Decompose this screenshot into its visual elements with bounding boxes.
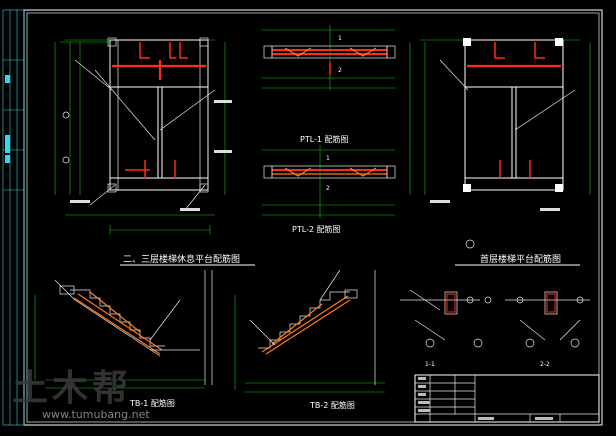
plan-left	[54, 37, 232, 235]
ptl1-mark-1: 1	[338, 35, 342, 42]
title-block	[414, 374, 600, 423]
tb1-title: TB-1 配筋图	[129, 398, 175, 408]
plan-right: 首层楼梯平台配筋图	[409, 38, 591, 266]
watermark-logo: 土木帮	[12, 368, 132, 409]
drawing-frame	[23, 9, 603, 426]
binding-strip	[2, 9, 25, 426]
ptl2-mark-2: 2	[326, 185, 330, 192]
tb2-title: TB-2 配筋图	[309, 400, 355, 410]
ptl2-section: 1 2 PTL-2 配筋图	[262, 145, 396, 234]
tb2-stair: TB-2 配筋图	[234, 269, 385, 410]
ptl1-mark-2: 2	[338, 67, 342, 74]
section-1-1-label: 1-1	[425, 361, 435, 368]
tb1-stair: TB-1 配筋图	[34, 270, 213, 408]
ptl2-title: PTL-2 配筋图	[292, 224, 341, 234]
ptl1-title: PTL-1 配筋图	[300, 134, 349, 144]
inner-border	[26, 12, 600, 423]
watermark: 土木帮 www.tumubang.net	[12, 368, 150, 421]
section-2-2-label: 2-2	[540, 361, 550, 368]
ptl2-mark-1: 1	[326, 155, 330, 162]
section-2-2: 2-2	[505, 291, 590, 368]
watermark-url: www.tumubang.net	[42, 408, 150, 421]
right-plan-title: 首层楼梯平台配筋图	[480, 253, 561, 265]
ptl1-section: 1 2 PTL-1 配筋图	[262, 25, 396, 144]
mid-plan-title: 二、三层楼梯休息平台配筋图	[123, 253, 240, 265]
section-1-1: 1-1	[400, 289, 492, 368]
